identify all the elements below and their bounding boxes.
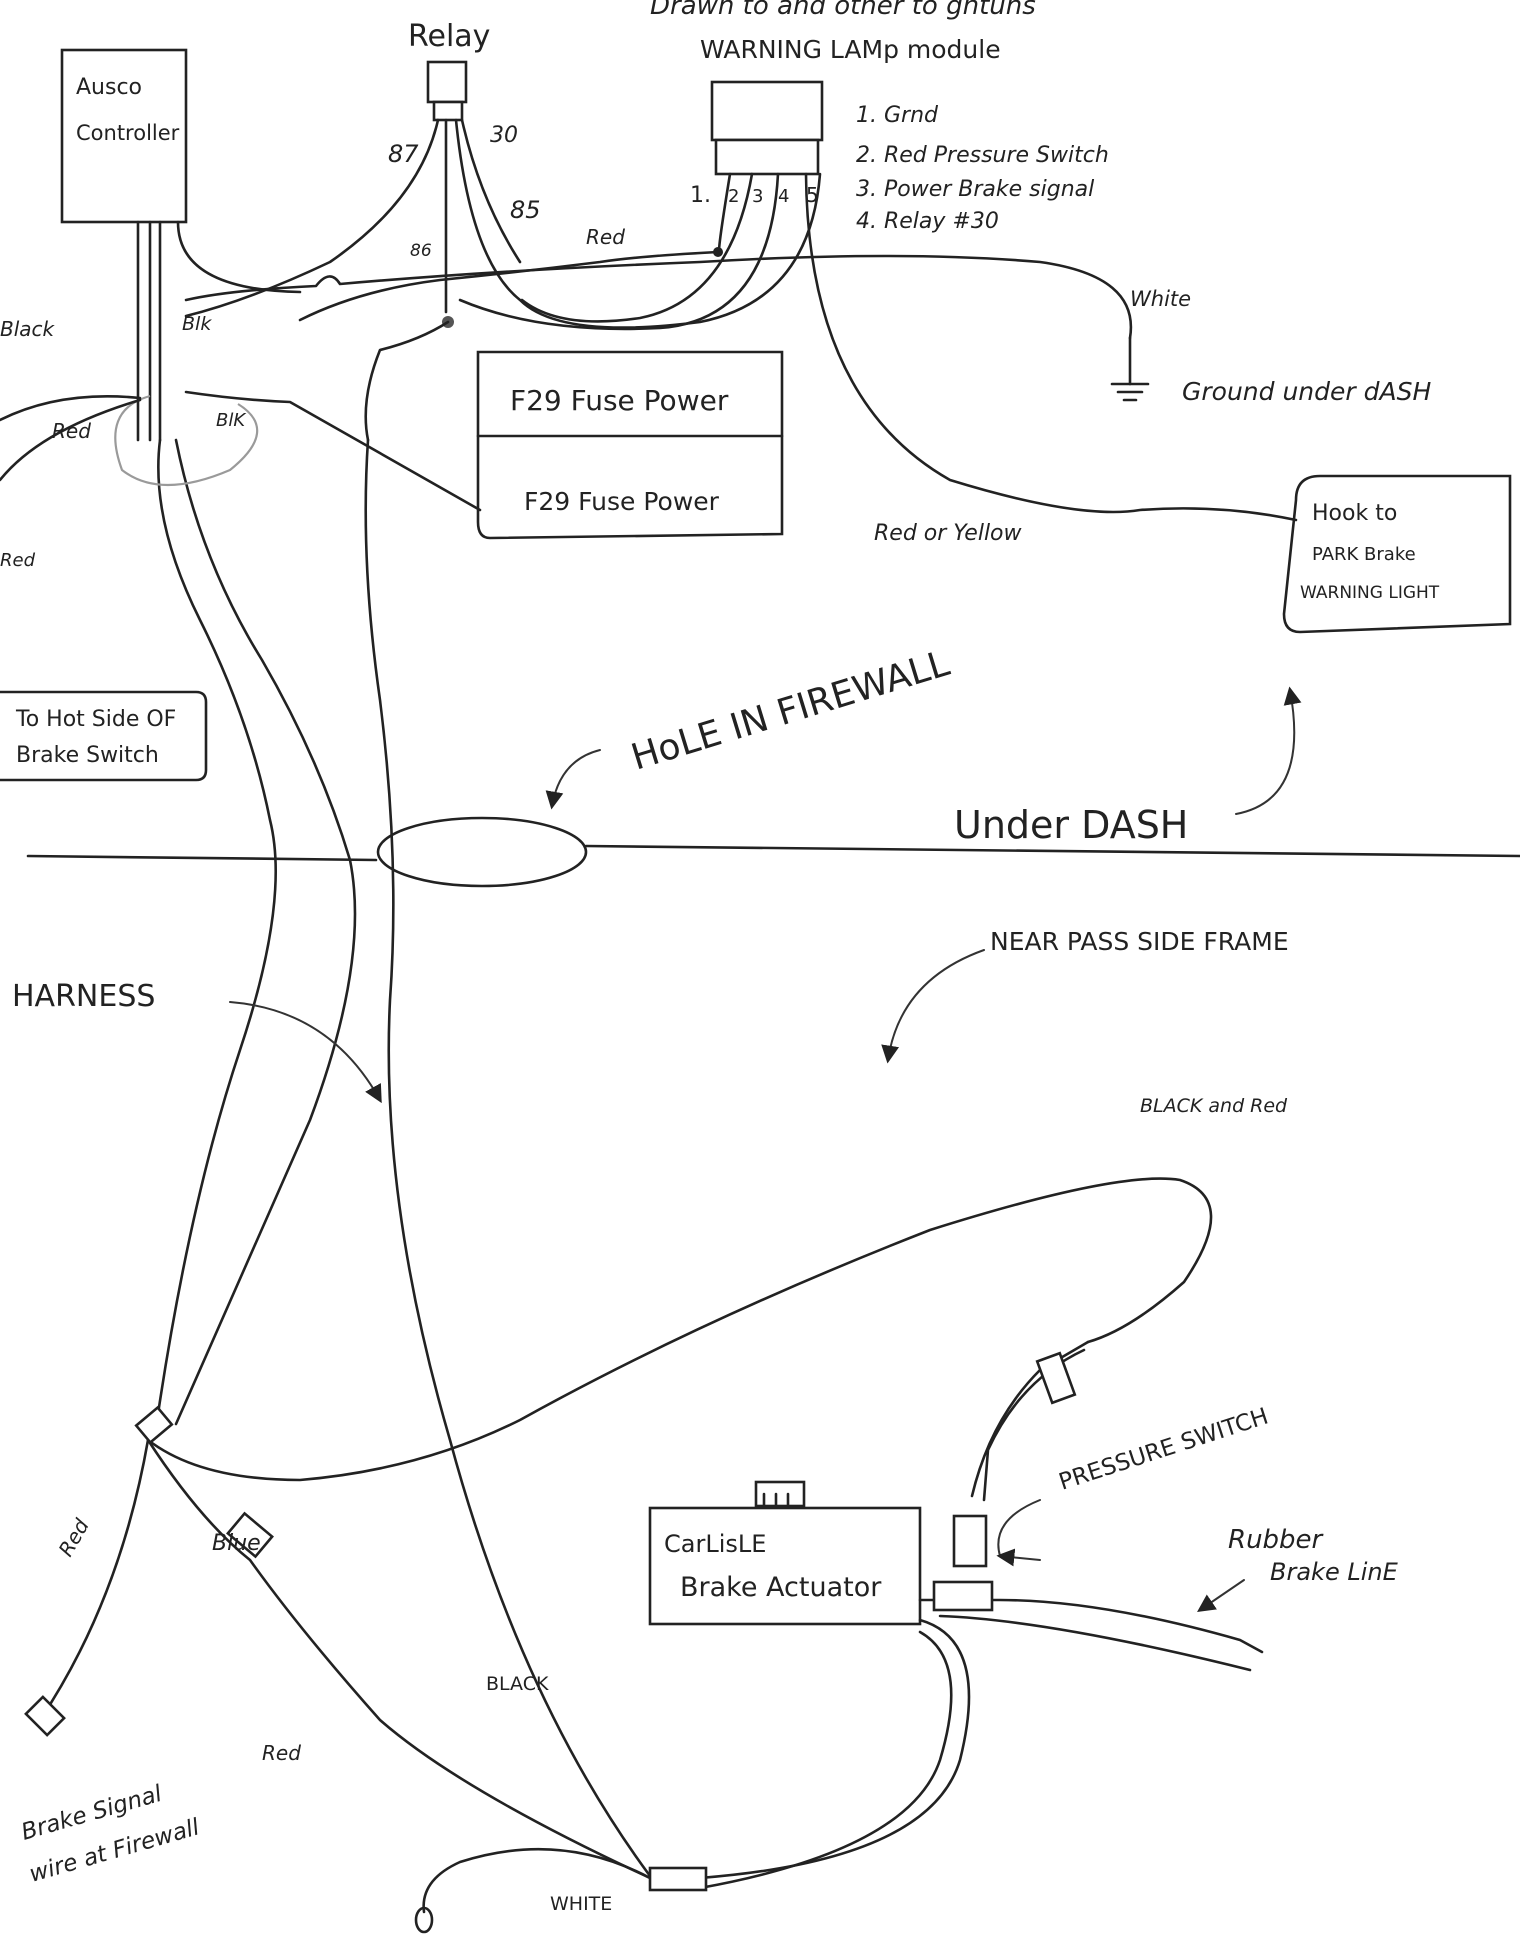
harness-end: [134, 1405, 174, 1445]
label-ground: Ground under dASH: [1182, 377, 1431, 406]
controller-label-2: Controller: [76, 121, 180, 145]
firewall-line-right: [584, 844, 1520, 858]
fuse-power-block: F29 Fuse Power F29 Fuse Power: [476, 350, 784, 540]
annotation-harness: HARNESS: [12, 979, 155, 1014]
bottom-wiring: [24, 1177, 1264, 1934]
under-dash-arrow: [1235, 686, 1302, 815]
label-rubber-2: Brake LinE: [1270, 1558, 1399, 1586]
controller-label-1: Ausco: [76, 75, 142, 100]
brake-switch-label-2: Brake Switch: [16, 743, 159, 768]
park-brake-label-3: WARNING LIGHT: [1300, 583, 1440, 603]
label-black-bottom: BLACK: [486, 1673, 549, 1695]
label-red-mid: Red: [586, 225, 625, 249]
top-note: Drawn to and other to ghtuns: [650, 0, 1036, 21]
blue-connector: [226, 1511, 274, 1559]
ausco-controller: Ausco Controller: [60, 48, 188, 224]
controller-box: [60, 48, 188, 224]
relay-title: Relay: [408, 19, 490, 54]
pressure-arrow-curve: [997, 1499, 1041, 1557]
actuator-box: [648, 1506, 922, 1626]
harness-arrow: [229, 1001, 382, 1104]
park-brake-note: Hook to PARK Brake WARNING LIGHT: [1282, 474, 1512, 634]
relay-base: [432, 100, 464, 122]
label-white: White: [1130, 287, 1191, 311]
top-wiring: [0, 118, 1298, 1878]
actuator-label-2: Brake Actuator: [680, 1572, 882, 1603]
rubber-line-arrow: [1197, 1579, 1245, 1613]
annotation-near-frame: NEAR PASS SIDE FRAME: [990, 927, 1289, 956]
label-blk-1: Blk: [182, 313, 212, 335]
brake-switch-box: [0, 690, 208, 782]
brake-actuator: CarLisLE Brake Actuator: [648, 1480, 922, 1626]
label-pressure-switch: PRESSURE SWITCH: [1056, 1403, 1272, 1495]
label-red-bottom: Red: [54, 1515, 94, 1561]
label-blk-2: BlK: [216, 410, 246, 431]
relay-pin-85: 85: [510, 196, 541, 224]
bottom-connector: [648, 1866, 708, 1892]
module-box: [710, 80, 824, 142]
firewall-line-left: [26, 854, 378, 862]
relay-pin-86: 86: [410, 241, 432, 261]
pressure-tee: [932, 1580, 994, 1612]
label-black: Black: [0, 317, 56, 341]
arrows: [229, 686, 1302, 1613]
relay-box: [426, 60, 468, 104]
label-white-bottom: WHITE: [550, 1893, 612, 1915]
brake-switch-label-1: To Hot Side OF: [15, 707, 176, 732]
module-title: WARNING LAMp module: [700, 35, 1001, 64]
fuse-box: [476, 350, 784, 540]
annotation-hole: HoLE IN FIREWALL: [627, 643, 954, 779]
park-brake-label-2: PARK Brake: [1312, 544, 1416, 565]
relay-pin-30: 30: [490, 123, 518, 148]
label-red-left: Red: [52, 419, 91, 443]
hole-arrow: [545, 749, 601, 810]
pressure-switch-body: [952, 1514, 988, 1568]
park-brake-label-1: Hook to: [1312, 501, 1397, 526]
module-legend-1: 1. Grnd: [856, 103, 939, 128]
actuator-label-1: CarLisLE: [664, 1530, 766, 1558]
label-rubber-1: Rubber: [1228, 1525, 1325, 1555]
module-pin-1: 1.: [690, 183, 711, 208]
annotation-under-dash: Under DASH: [954, 803, 1188, 847]
fuse-top-label: F29 Fuse Power: [510, 384, 729, 417]
pressure-arrow: [996, 1548, 1041, 1567]
fuse-bottom-label: F29 Fuse Power: [524, 487, 720, 516]
relay: 87 30 85 86: [388, 60, 541, 261]
label-red-edge: Red: [0, 550, 36, 571]
relay-pin-87: 87: [388, 140, 419, 168]
brake-switch-note: To Hot Side OF Brake Switch: [0, 690, 208, 782]
label-red-bottom-2: Red: [262, 1741, 301, 1765]
module-legend-3: 3. Power Brake signal: [856, 177, 1094, 202]
label-blue: Blue: [212, 1531, 261, 1556]
park-brake-box: [1282, 474, 1512, 634]
firewall: [26, 816, 1520, 888]
module-pin-4: 4: [778, 186, 789, 207]
firewall-hole: [376, 816, 588, 888]
module-plug: [714, 138, 820, 176]
ground-symbol: [1110, 336, 1150, 402]
label-black-red: BLACK and Red: [1140, 1095, 1288, 1117]
label-red-yellow: Red or Yellow: [874, 521, 1023, 546]
module-legend-2: 2. Red Pressure Switch: [856, 143, 1109, 168]
module-pin-3: 3: [752, 186, 763, 207]
inline-coupler-top: [1035, 1351, 1077, 1405]
warning-lamp-module: 1. 2 3 4 5 1. Grnd 2. Red Pressure Switc…: [690, 80, 1109, 234]
brake-signal-connector: [24, 1695, 66, 1737]
module-legend-4: 4. Relay #30: [856, 209, 999, 234]
module-pin-2: 2: [728, 186, 739, 207]
near-frame-arrow: [881, 949, 985, 1064]
